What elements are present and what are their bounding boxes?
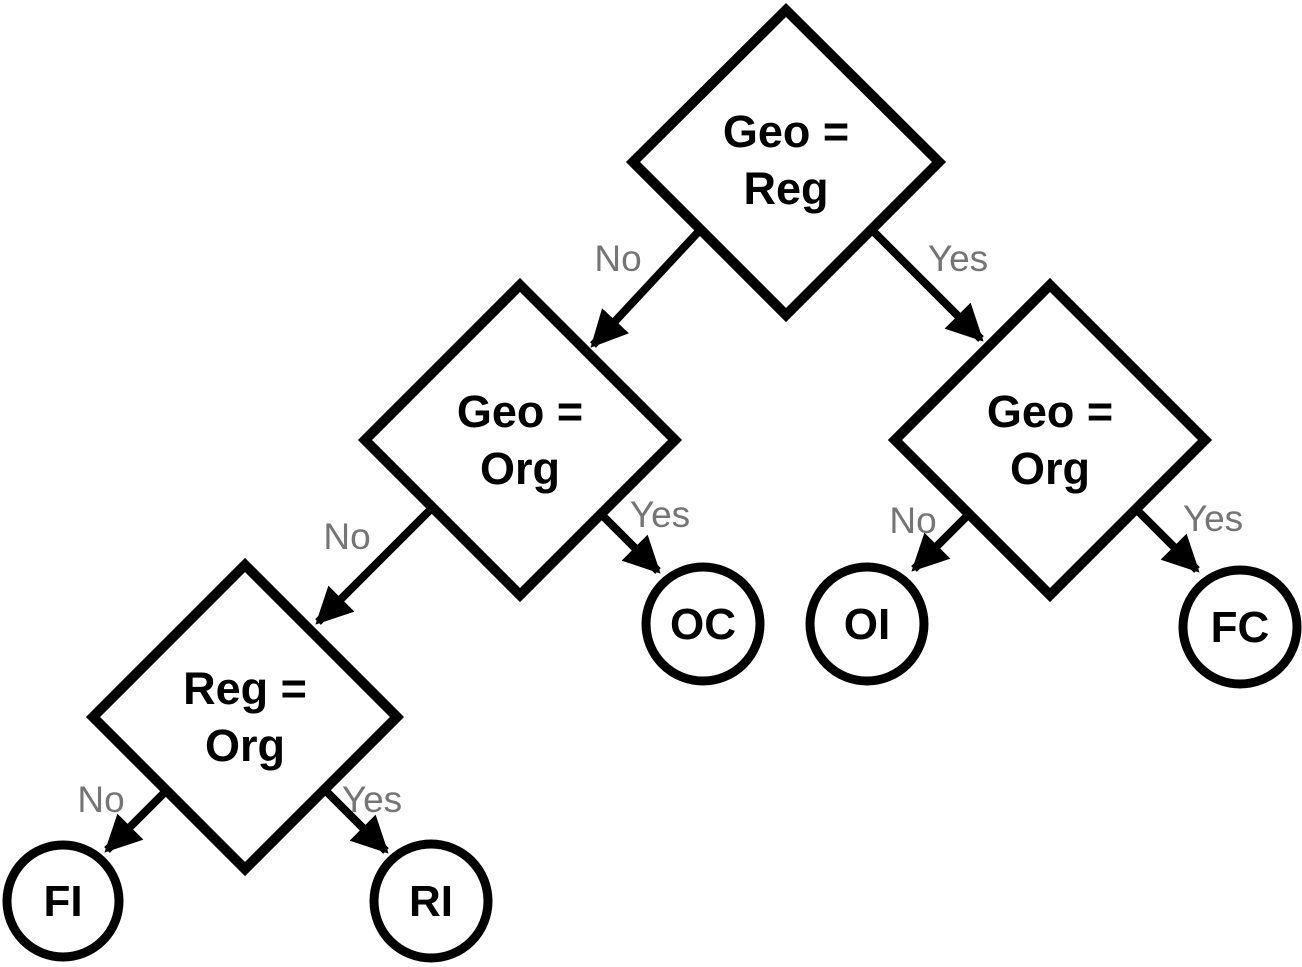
decision-node-geo-org-right: Geo = Org bbox=[887, 277, 1213, 603]
circle-shape bbox=[369, 839, 493, 963]
edge-arrow bbox=[911, 511, 972, 572]
edge-arrow bbox=[104, 789, 168, 853]
node-label-line1: Geo = bbox=[987, 386, 1113, 437]
edge-label: Yes bbox=[928, 238, 988, 279]
leaf-node-fi: FI bbox=[2, 840, 124, 962]
edge-arrow bbox=[322, 787, 389, 854]
circle-shape bbox=[805, 562, 929, 686]
leaf-label: RI bbox=[409, 877, 453, 926]
edge-label: Yes bbox=[1183, 498, 1243, 539]
diamond-shape bbox=[887, 277, 1213, 603]
edge-geo-org-left-yes: Yes bbox=[598, 494, 690, 574]
edge-reg-org-no: No bbox=[77, 779, 168, 853]
edge-arrow bbox=[315, 505, 435, 625]
edge-label: Yes bbox=[630, 494, 690, 535]
leaf-node-ri: RI bbox=[369, 839, 493, 963]
decision-node-geo-reg: Geo = Reg bbox=[625, 2, 947, 323]
leaf-label: OI bbox=[844, 600, 890, 649]
edge-reg-org-yes: Yes bbox=[322, 779, 402, 854]
edge-arrow bbox=[590, 227, 703, 348]
edge-arrow bbox=[869, 227, 984, 342]
diamond-shape bbox=[625, 2, 947, 323]
edge-geo-org-right-no: No bbox=[889, 500, 972, 572]
node-label-line1: Geo = bbox=[723, 106, 849, 157]
edge-label: No bbox=[889, 500, 936, 541]
leaf-label: FC bbox=[1211, 603, 1270, 652]
edge-label: No bbox=[323, 516, 370, 557]
leaf-node-oc: OC bbox=[641, 562, 765, 686]
edge-arrow bbox=[1133, 506, 1200, 573]
node-label-line1: Geo = bbox=[457, 386, 583, 437]
edge-geo-reg-yes: Yes bbox=[869, 227, 988, 342]
node-label-line2: Org bbox=[205, 720, 285, 771]
edge-geo-org-left-no: No bbox=[315, 505, 435, 625]
decision-node-geo-org-left: Geo = Org bbox=[357, 277, 683, 603]
leaf-label: FI bbox=[43, 877, 82, 926]
edge-arrow bbox=[598, 511, 661, 574]
edge-label: Yes bbox=[342, 779, 402, 820]
diamond-shape bbox=[85, 557, 405, 877]
leaf-node-fc: FC bbox=[1178, 565, 1302, 689]
circle-shape bbox=[2, 840, 124, 962]
edge-geo-reg-no: No bbox=[590, 227, 703, 348]
edge-label: No bbox=[594, 238, 641, 279]
edge-geo-org-right-yes: Yes bbox=[1133, 498, 1243, 573]
circle-shape bbox=[1178, 565, 1302, 689]
node-label-line2: Reg bbox=[743, 163, 828, 214]
node-label-line2: Org bbox=[1010, 443, 1090, 494]
diamond-shape bbox=[357, 277, 683, 603]
node-label-line2: Org bbox=[480, 443, 560, 494]
decision-node-reg-org: Reg = Org bbox=[85, 557, 405, 877]
circle-shape bbox=[641, 562, 765, 686]
leaf-node-oi: OI bbox=[805, 562, 929, 686]
leaf-label: OC bbox=[670, 600, 736, 649]
node-label-line1: Reg = bbox=[183, 663, 307, 714]
edge-label: No bbox=[77, 779, 124, 820]
